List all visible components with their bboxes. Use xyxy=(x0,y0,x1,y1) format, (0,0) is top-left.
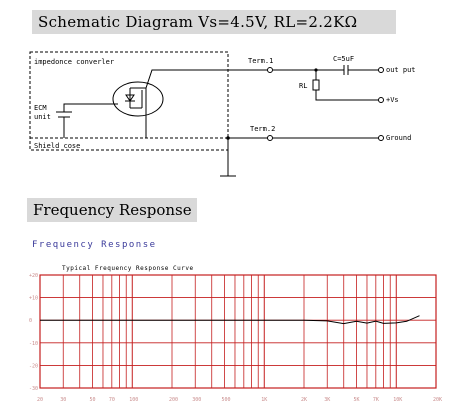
term1-terminal xyxy=(267,67,273,73)
x-tick-label: 3K xyxy=(324,397,330,403)
vs-terminal xyxy=(378,97,384,103)
x-tick-label: 7K xyxy=(373,397,379,403)
frequency-response-title: Frequency Response xyxy=(27,198,197,222)
chart-inner-title: Frequency Response xyxy=(32,240,157,250)
output-label: out put xyxy=(386,66,416,74)
ground-label: Ground xyxy=(386,134,411,142)
y-tick-label: 0 xyxy=(29,318,32,324)
x-tick-label: 5K xyxy=(354,397,360,403)
x-tick-label: 10K xyxy=(393,397,402,403)
fet-circle xyxy=(112,81,164,117)
schematic xyxy=(29,51,384,177)
x-tick-label: 2K xyxy=(301,397,307,403)
output-terminal xyxy=(378,67,384,73)
x-tick-label: 50 xyxy=(90,397,96,403)
term2-terminal xyxy=(267,135,273,141)
x-tick-label: 1K xyxy=(261,397,267,403)
ground-terminal xyxy=(378,135,384,141)
shield-case-label: Shield cose xyxy=(34,142,80,150)
unit-label: unit xyxy=(34,113,51,121)
y-tick-label: +10 xyxy=(29,296,38,302)
term2-label: Term.2 xyxy=(250,125,275,133)
ecm-label: ECM xyxy=(34,104,47,112)
ecm-top-wire xyxy=(63,103,118,112)
y-tick-label: -30 xyxy=(29,386,38,392)
y-tick-label: -20 xyxy=(29,363,38,369)
x-tick-label: 500 xyxy=(222,397,231,403)
chart-subtitle: Typical Frequency Response Curve xyxy=(62,265,194,272)
vs-wire xyxy=(315,90,379,101)
vs-label: +Vs xyxy=(386,96,399,104)
schematic-title: Schematic Diagram Vs=4.5V, RL=2.2KΩ xyxy=(32,10,396,34)
capacitor-label: C=5uF xyxy=(333,55,354,63)
rl-label: RL xyxy=(299,82,307,90)
frequency-response-chart: +20 +10 0 -10 -20 -30 20 30 50 70 100 200 300 500 1K 2K… xyxy=(29,273,442,403)
impedance-converter-box xyxy=(29,51,229,151)
x-tick-label: 30 xyxy=(60,397,66,403)
x-tick-label: 20 xyxy=(37,397,43,403)
term1-label: Term.1 xyxy=(248,57,273,65)
impedance-converter-label: impedonce converler xyxy=(34,58,114,66)
y-tick-label: +20 xyxy=(29,273,38,279)
rl-junction-dot xyxy=(314,68,318,72)
ground-junction-dot xyxy=(226,136,230,140)
x-tick-label: 70 xyxy=(109,397,115,403)
chart-border xyxy=(39,274,437,389)
term1-wire xyxy=(145,69,268,89)
response-curve xyxy=(40,315,420,325)
rl-resistor xyxy=(312,79,320,91)
x-tick-label: 200 xyxy=(169,397,178,403)
x-tick-label: 300 xyxy=(192,397,201,403)
x-tick-label: 20K xyxy=(433,397,442,403)
x-tick-label: 100 xyxy=(129,397,138,403)
y-tick-label: -10 xyxy=(29,341,38,347)
